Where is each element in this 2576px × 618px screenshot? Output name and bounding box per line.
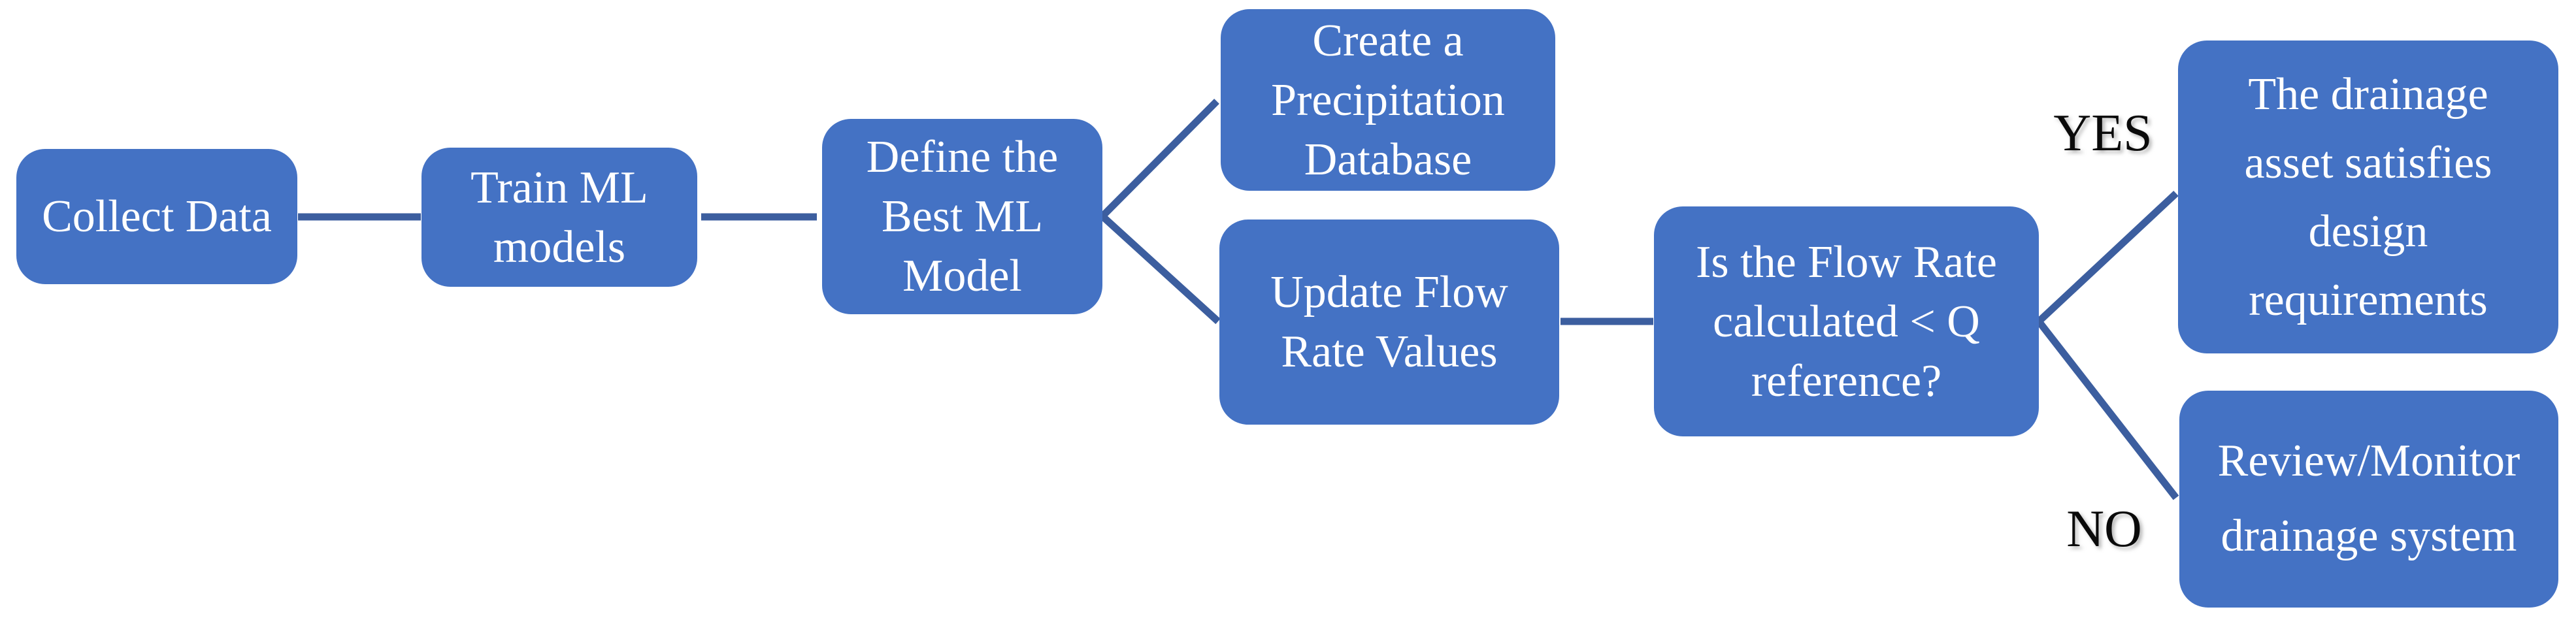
- node-create-precipitation-database: Create a Precipitation Database: [1221, 9, 1555, 191]
- node-update-flow-rate-values-label: Update Flow Rate Values: [1270, 267, 1508, 377]
- connector-define-to-update: [1100, 213, 1221, 325]
- node-define-best-ml-model-label: Define the Best ML Model: [866, 132, 1059, 301]
- branch-label-no: NO: [2066, 500, 2142, 558]
- node-collect-data-label: Collect Data: [42, 191, 272, 242]
- node-define-best-ml-model: Define the Best ML Model: [822, 119, 1102, 314]
- node-train-ml-models: Train ML models: [421, 148, 697, 287]
- node-create-precipitation-database-label: Create a Precipitation Database: [1271, 15, 1505, 185]
- connector-decision-to-yes: [2036, 190, 2179, 325]
- branch-label-yes: YES: [2053, 105, 2153, 162]
- node-yes-outcome-label: The drainage asset satisfies design requ…: [2244, 69, 2492, 325]
- node-yes-outcome-design-requirements: The drainage asset satisfies design requ…: [2178, 41, 2558, 353]
- connector-decision-to-no: [2036, 319, 2179, 500]
- node-train-ml-models-label: Train ML models: [471, 162, 648, 272]
- node-no-outcome-label: Review/Monitor drainage system: [2217, 436, 2520, 561]
- node-no-outcome-review-monitor: Review/Monitor drainage system: [2179, 391, 2558, 608]
- node-collect-data: Collect Data: [16, 149, 297, 284]
- node-update-flow-rate-values: Update Flow Rate Values: [1219, 220, 1559, 425]
- node-decision-flow-rate-label: Is the Flow Rate calculated < Q referenc…: [1696, 236, 1997, 406]
- node-decision-flow-rate: Is the Flow Rate calculated < Q referenc…: [1654, 206, 2039, 436]
- connector-define-to-precip: [1100, 99, 1219, 219]
